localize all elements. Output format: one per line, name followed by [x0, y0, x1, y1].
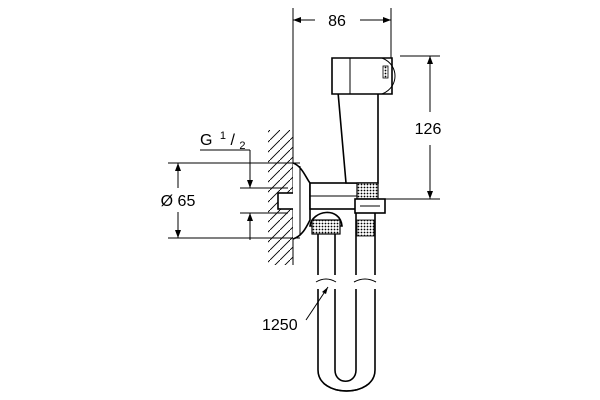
width-label: 86	[328, 13, 346, 30]
diameter-label: Ø 65	[161, 193, 196, 210]
holder-clip	[354, 198, 386, 214]
diameter-dimension: Ø 65	[161, 162, 300, 239]
hose-connector	[309, 211, 343, 235]
width-dimension: 86	[292, 8, 392, 130]
height-label: 126	[415, 121, 442, 138]
hand-shower	[331, 57, 396, 200]
hose-length-dimension: 1250	[262, 286, 329, 334]
hose	[310, 213, 385, 392]
thread-dimension: G 1 / 2	[200, 126, 288, 240]
hose-length-label: 1250	[262, 317, 298, 334]
thread-label: G 1 / 2	[200, 126, 246, 152]
height-dimension: 126	[384, 55, 442, 200]
